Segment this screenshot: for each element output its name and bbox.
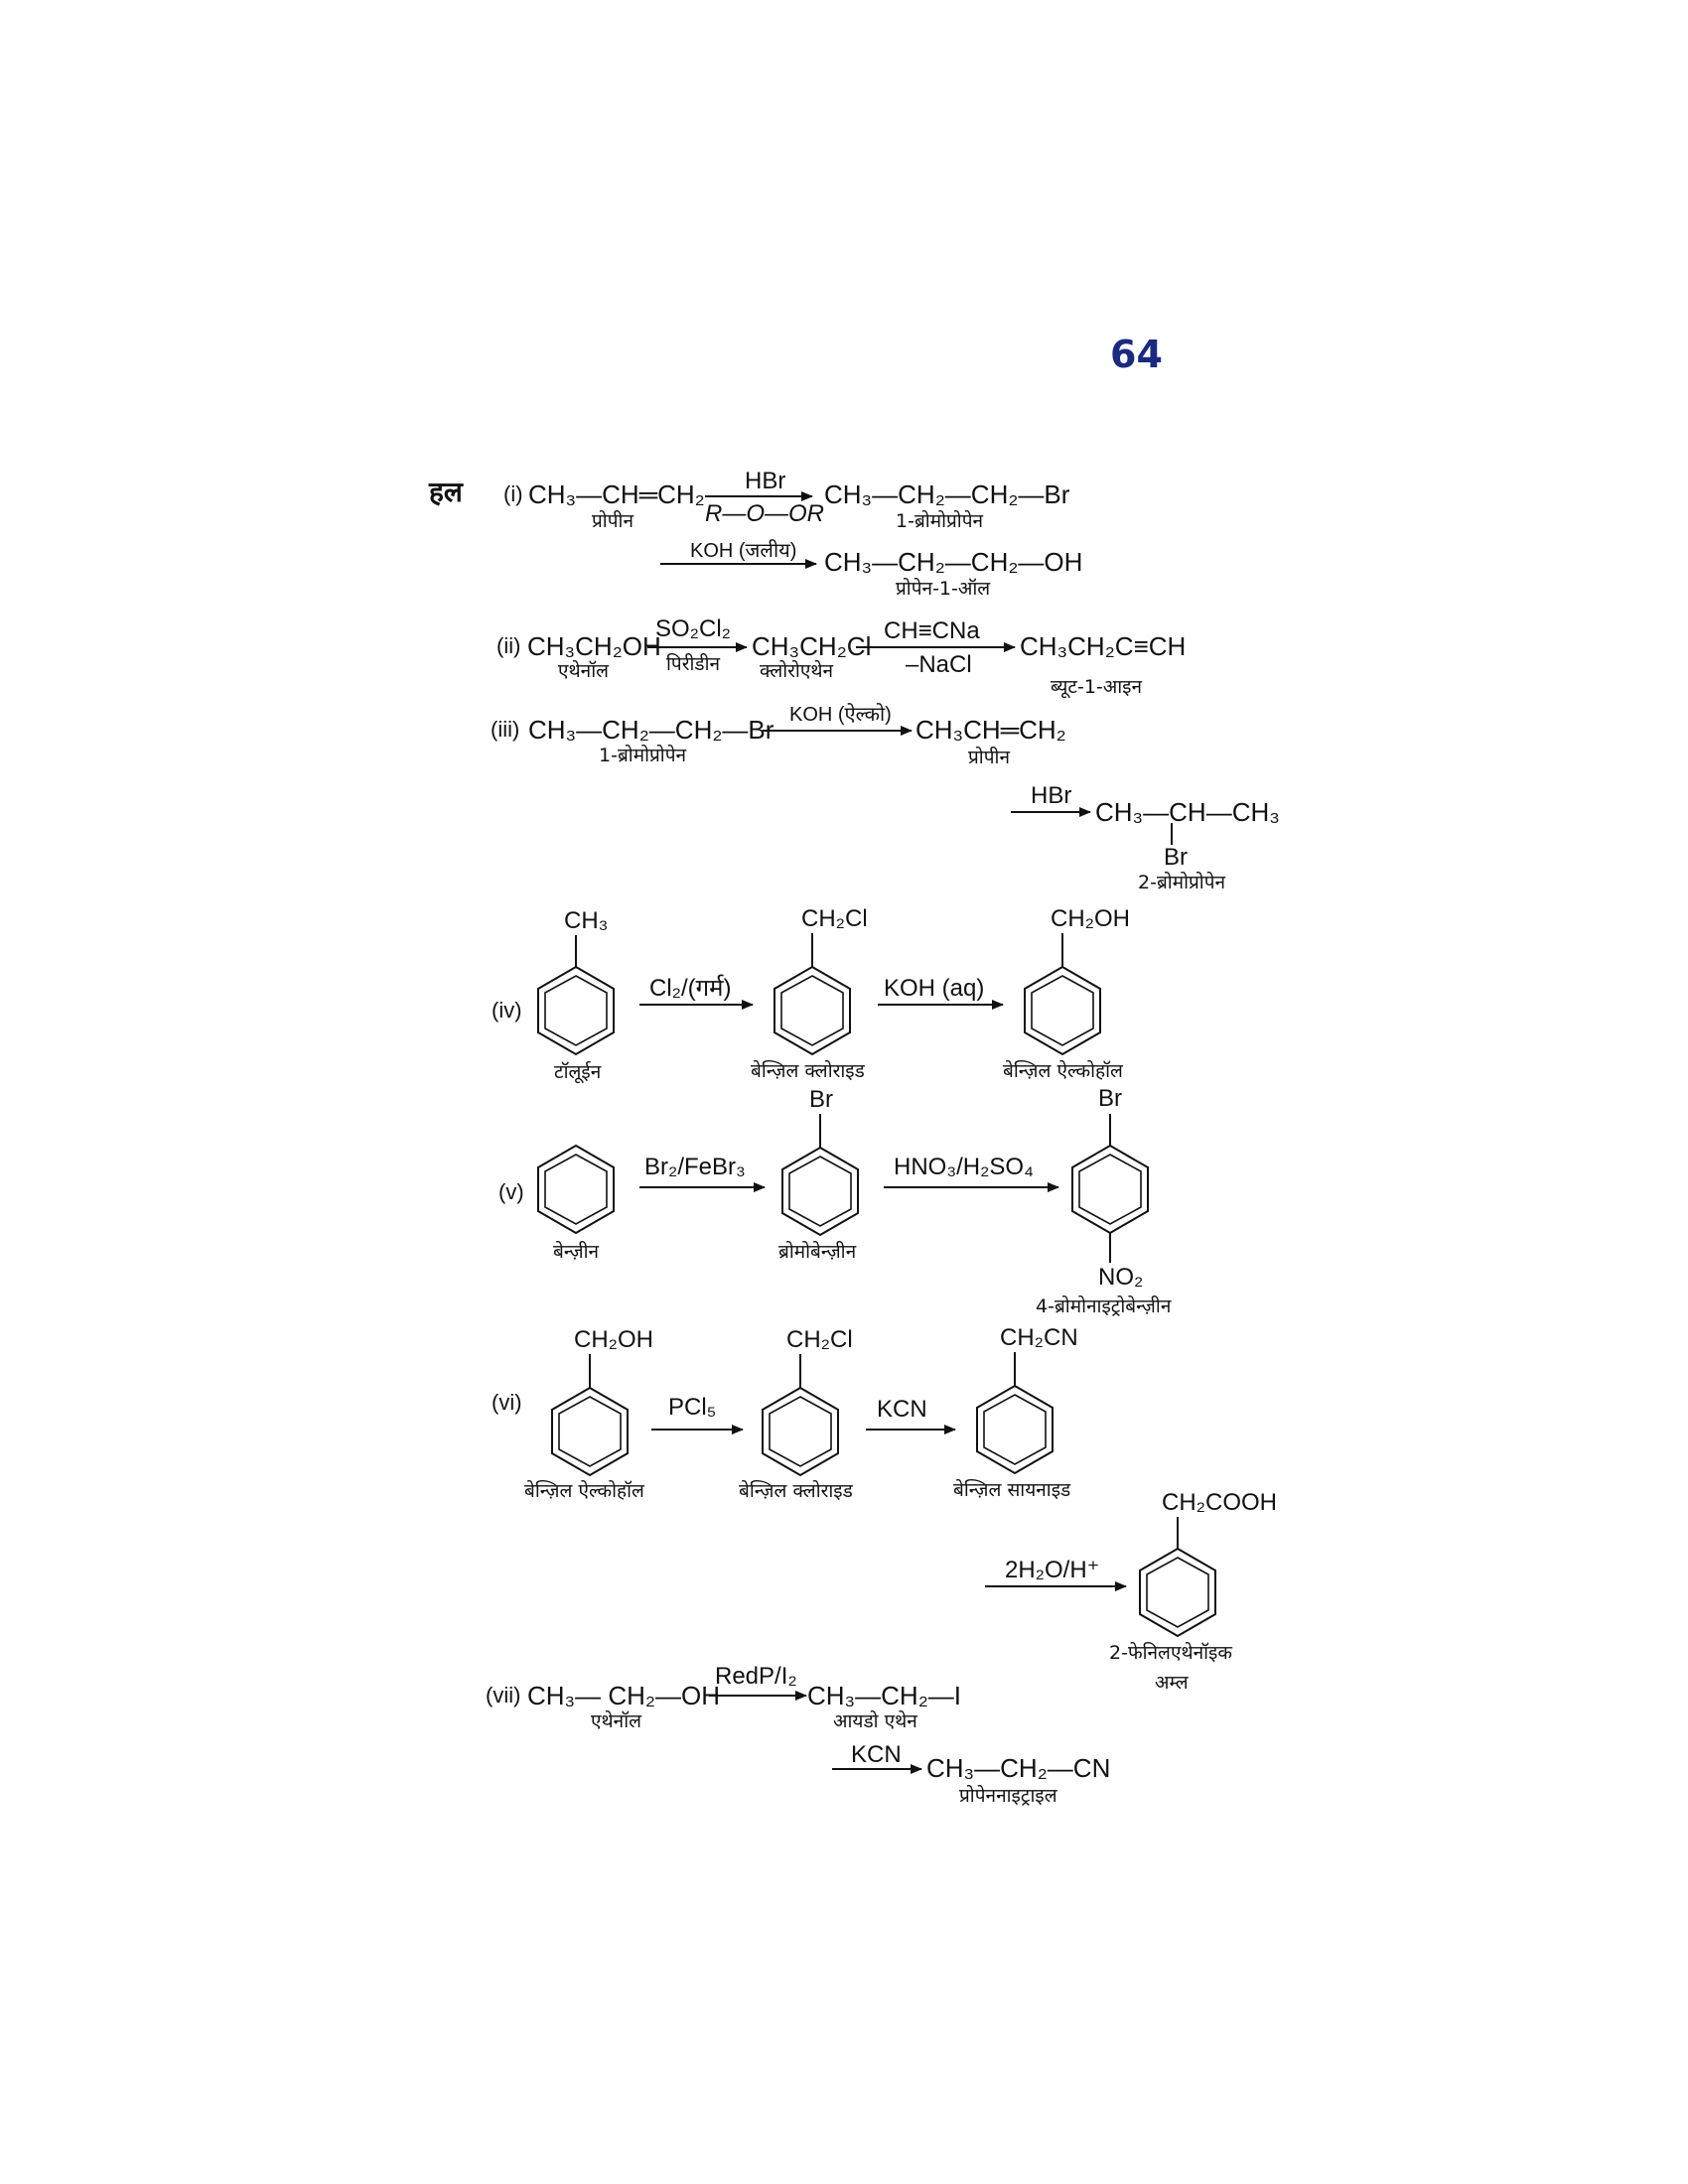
so2cl2-reagent: SO₂Cl₂ [655,615,731,642]
kcn-reagent: KCN [877,1396,927,1423]
phenylethanoic-acid-name-2: अम्ल [1155,1672,1189,1694]
ethanol-formula-2: CH₃— CH₂—OH [527,1681,721,1710]
bromopropane-formula: CH₃—CH₂—CH₂—Br [824,479,1070,509]
solution-heading: हल [429,476,463,508]
aromatic-bonds-benzyl-alcohol-2 [558,1396,622,1467]
iodoethane-name: आयडो एथेन [833,1710,917,1732]
propene-name: प्रोपीन [592,510,633,532]
isopropyl-formula: CH₃—CH—CH₃ [1095,797,1280,827]
bromine-febr3-reagent: Br₂/FeBr₃ [644,1154,746,1180]
label-iv: (iv) [492,998,522,1023]
aromatic-bonds-toluene [544,975,608,1046]
page-number: 64 [1110,333,1163,376]
pcl5-reagent: PCl₅ [668,1394,717,1421]
chloromethyl-group: CH₂Cl [801,905,868,932]
benzene-ring-benzyl-alcohol [1024,965,1101,1056]
pyridine-reagent: पिरीडीन [666,653,721,675]
iodoethane-formula: CH₃—CH₂—I [807,1681,962,1710]
carboxymethyl-group: CH₂COOH [1162,1489,1277,1516]
bromo-group-2: Br [1098,1085,1122,1112]
aromatic-bonds-benzyl-cyanide [983,1394,1047,1465]
benzyl-alcohol-name-2: बेन्ज़िल ऐल्कोहॉल [524,1480,644,1502]
benzyl-chloride-name: बेन्ज़िल क्लोराइड [751,1060,865,1082]
hydrolysis-reagent: 2H₂O/H⁺ [1005,1557,1100,1583]
benzene-ring-bromonitrobenzene [1071,1144,1149,1235]
benzene-ring-benzyl-alcohol-2 [551,1386,629,1477]
nitro-group: NO₂ [1098,1264,1144,1291]
aromatic-bonds-bromobenzene [788,1156,852,1227]
nacl-reagent: –NaCl [906,651,972,678]
benzyl-cyanide-name: बेन्ज़िल सायनाइड [953,1479,1071,1501]
cyanomethyl-group: CH₂CN [1000,1324,1078,1351]
hydroxymethyl-group: CH₂OH [1051,905,1130,932]
benzyl-alcohol-name: बेन्ज़िल ऐल्कोहॉल [1003,1060,1123,1082]
kcn-reagent-2: KCN [851,1741,902,1768]
label-ii: (ii) [496,633,521,658]
ethanol-name: एथेनॉल [558,660,609,682]
benzene-ring-benzyl-cyanide [976,1384,1054,1475]
propanol-name: प्रोपेन-1-ऑल [896,578,991,600]
butyne-formula: CH₃CH₂C≡CH [1020,631,1187,661]
hbr-reagent-2: HBr [1031,782,1072,809]
benzyl-chloride-name-2: बेन्ज़िल क्लोराइड [739,1480,853,1502]
chlorine-heat-reagent: Cl₂/(गर्म) [649,975,732,1002]
benzene-name: बेन्ज़ीन [553,1241,600,1263]
aromatic-bonds-benzene [544,1154,608,1225]
label-i: (i) [503,481,523,506]
label-v: (v) [498,1179,524,1204]
ethanol-name-2: एथेनॉल [591,1710,641,1732]
propanol-formula: CH₃—CH₂—CH₂—OH [824,547,1083,577]
bromopropane-formula-2: CH₃—CH₂—CH₂—Br [528,715,774,745]
koh-aq-reagent: KOH (जलीय) [690,540,797,562]
propanenitrile-name: प्रोपेननाइट्राइल [959,1785,1057,1807]
koh-aq-reagent-2: KOH (aq) [884,975,985,1002]
butyne-name: ब्यूट-1-आइन [1051,676,1143,698]
bromopropane-name-2: 1-ब्रोमोप्रोपेन [599,745,687,766]
sodium-acetylide-reagent: CH≡CNa [884,617,980,644]
propene-formula-2: CH₃CH═CH₂ [915,715,1066,745]
peroxide-reagent: R—O—OR [705,500,824,527]
ethanol-formula: CH₃CH₂OH [527,631,661,661]
benzene-ring-phenylethanoic-acid [1139,1547,1216,1638]
aromatic-bonds-bromonitrobenzene [1078,1154,1142,1225]
label-iii: (iii) [491,717,520,742]
bromopropane-2-name: 2-ब्रोमोप्रोपेन [1138,872,1226,893]
chloroethane-formula: CH₃CH₂Cl [752,631,872,661]
label-vi: (vi) [492,1390,522,1415]
benzene-ring-toluene [537,965,615,1056]
benzene-ring-benzene [537,1144,615,1235]
bromopropane-name: 1-ब्रोमोप्रोपेन [896,510,984,532]
propanenitrile-formula: CH₃—CH₂—CN [926,1753,1111,1783]
aromatic-bonds-benzyl-chloride [780,975,844,1046]
aromatic-bonds-phenylethanoic-acid [1146,1557,1209,1628]
aromatic-bonds-benzyl-chloride-2 [769,1396,832,1467]
bromo-group: Br [809,1086,833,1113]
benzene-ring-bromobenzene [781,1146,859,1237]
bromonitrobenzene-name: 4-ब्रोमोनाइट्रोबेन्ज़ीन [1036,1296,1172,1317]
toluene-name: टॉलूईन [554,1061,602,1083]
chloroethane-name: क्लोरोएथेन [760,660,834,682]
benzene-ring-benzyl-chloride [774,965,851,1056]
label-vii: (vii) [486,1683,521,1707]
bromine-substituent: Br [1164,844,1188,871]
hydroxymethyl-group-2: CH₂OH [574,1326,653,1353]
methyl-group: CH₃ [564,907,609,934]
aromatic-bonds-benzyl-alcohol [1031,975,1094,1046]
benzene-ring-benzyl-chloride-2 [762,1386,839,1477]
bromobenzene-name: ब्रोमोबेन्ज़ीन [778,1241,857,1263]
chloromethyl-group-2: CH₂Cl [786,1326,853,1353]
phenylethanoic-acid-name: 2-फेनिलएथेनॉइक [1109,1642,1232,1664]
koh-alc-reagent: KOH (ऐल्को) [789,704,892,726]
red-phosphorus-iodine-reagent: RedP/I₂ [715,1663,797,1690]
propene-formula: CH₃—CH═CH₂ [528,479,705,509]
nitrating-mixture-reagent: HNO₃/H₂SO₄ [894,1154,1034,1180]
propene-name-2: प्रोपीन [968,747,1010,768]
hbr-reagent: HBr [745,468,786,494]
